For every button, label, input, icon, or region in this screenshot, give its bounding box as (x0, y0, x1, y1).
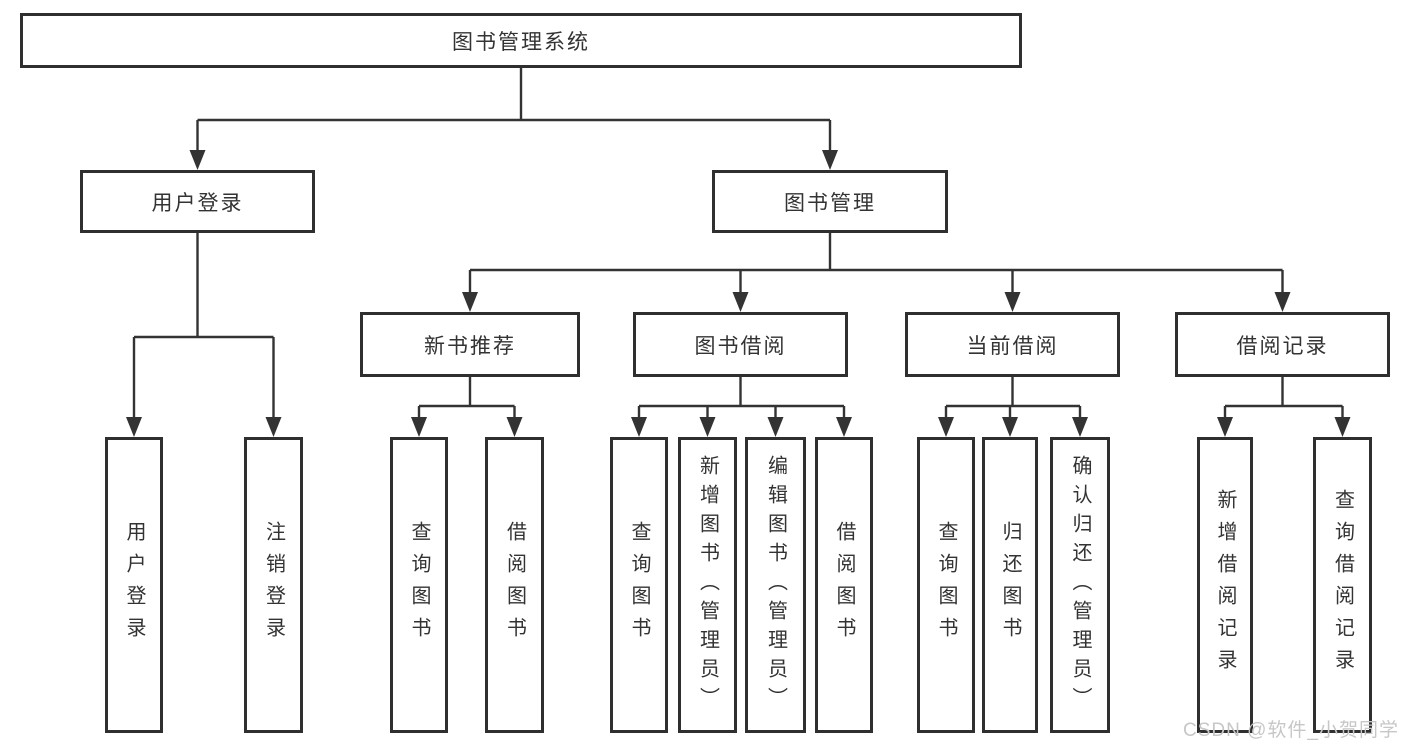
node-label: 借阅记录 (1236, 334, 1329, 358)
leaf-query-books-borrowing: 查询图书 (610, 437, 668, 733)
leaf-edit-book-admin: 编辑图书（管理员） (745, 437, 806, 733)
leaf-confirm-return-admin: 确认归还（管理员） (1050, 437, 1110, 733)
leaf-label: 借阅图书 (503, 521, 526, 649)
node-book-management: 图书管理 (712, 170, 948, 233)
leaf-label: 新增图书（管理员） (696, 454, 719, 716)
node-label: 图书借阅 (694, 334, 787, 358)
leaf-label: 注销登录 (262, 521, 285, 649)
node-label: 图书管理 (784, 191, 876, 215)
leaf-return-book: 归还图书 (982, 437, 1038, 733)
leaf-label: 确认归还（管理员） (1069, 454, 1091, 716)
node-label: 图书管理系统 (452, 30, 590, 54)
node-current-borrowing: 当前借阅 (905, 312, 1120, 377)
leaf-query-borrow-record: 查询借阅记录 (1313, 437, 1372, 733)
leaf-user-login: 用户登录 (105, 437, 163, 733)
node-user-login: 用户登录 (80, 170, 315, 233)
leaf-label: 用户登录 (123, 521, 145, 649)
leaf-borrow-books: 借阅图书 (815, 437, 873, 733)
node-book-borrowing: 图书借阅 (633, 312, 848, 377)
leaf-label: 查询图书 (935, 521, 957, 649)
leaf-query-books-current: 查询图书 (917, 437, 975, 733)
leaf-label: 新增借阅记录 (1214, 489, 1236, 681)
node-label: 当前借阅 (966, 334, 1059, 358)
node-book-management-system: 图书管理系统 (20, 13, 1022, 68)
leaf-label: 查询借阅记录 (1331, 489, 1354, 681)
node-label: 用户登录 (151, 191, 244, 215)
leaf-label: 归还图书 (999, 521, 1021, 649)
leaf-label: 借阅图书 (833, 521, 855, 649)
leaf-logout: 注销登录 (244, 437, 303, 733)
node-label: 新书推荐 (424, 334, 516, 358)
leaf-query-books-recommend: 查询图书 (390, 437, 448, 733)
leaf-label: 查询图书 (408, 521, 430, 649)
leaf-add-book-admin: 新增图书（管理员） (678, 437, 737, 733)
leaf-add-borrow-record: 新增借阅记录 (1197, 437, 1253, 733)
node-borrowing-records: 借阅记录 (1175, 312, 1390, 377)
leaf-label: 查询图书 (628, 521, 650, 649)
node-new-book-recommend: 新书推荐 (360, 312, 580, 377)
leaf-label: 编辑图书（管理员） (764, 454, 787, 716)
leaf-borrow-books-recommend: 借阅图书 (485, 437, 544, 733)
csdn-watermark: CSDN @软件_小贺同学 (1183, 720, 1399, 741)
